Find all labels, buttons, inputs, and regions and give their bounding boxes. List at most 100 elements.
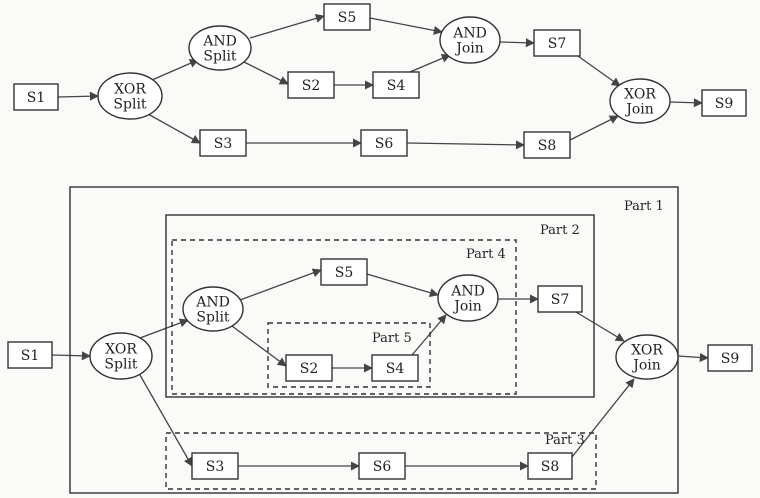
step-box [191,452,239,480]
node-label: Join [454,41,484,57]
node-label: AND [452,26,487,42]
step-box [537,285,583,313]
node-label: XOR [631,343,663,359]
gateway-ellipse [609,78,671,124]
part-5-frame [267,322,431,388]
node-label: Split [113,97,147,113]
node-label: Split [104,357,138,373]
node-label: S6 [375,136,394,152]
bottom-edge-xors-ands [139,318,189,339]
step-box [523,131,571,159]
step-box [360,129,408,157]
node-label: S4 [386,361,405,377]
bottom-edge-s5-andj [366,273,439,298]
node-label: AND [195,295,230,311]
top-edge-s6-s8 [406,140,525,150]
bottom-node-s8: S8 [527,452,573,480]
node-label: S3 [214,136,233,152]
top-node-s7: S7 [533,29,581,57]
node-label: XOR [624,87,656,103]
bottom-node-s9: S9 [707,344,753,372]
part-2-frame [165,214,595,398]
bottom-edge-xors-s3 [139,374,193,467]
step-box [527,452,573,480]
step-box [358,452,406,480]
top-node-s4: S4 [372,71,420,99]
gateway-ellipse [615,334,679,380]
node-label: S5 [335,265,354,281]
top-edge-ands-s2 [243,61,289,85]
part-4-group: Part 4 [171,239,517,395]
bottom-edge-s4-andj [411,314,447,356]
top-node-s9: S9 [701,89,747,117]
part-5-group: Part 5 [267,322,431,388]
step-box [701,89,747,117]
bottom-node-s2: S2 [285,354,333,382]
top-edge-xors-ands [151,59,199,81]
node-label: S9 [715,96,734,112]
top-node-s3: S3 [199,129,247,157]
bottom-node-s5: S5 [320,258,368,286]
node-label: S5 [338,10,357,26]
node-label: Split [203,49,237,65]
gateway-ellipse [439,16,501,64]
top-edge-s4-andj [409,54,451,73]
part-4-frame [171,239,517,395]
node-label: XOR [105,342,137,358]
step-box [533,29,581,57]
top-edge-xors-s3 [147,113,201,144]
step-box [199,129,247,157]
part-1-group: Part 1 [69,186,679,494]
node-label: Join [452,299,482,315]
gateway-ellipse [182,286,244,332]
bottom-node-s4: S4 [371,354,419,382]
part-1-label: Part 1 [624,199,664,214]
bottom-edge-xorj-s9 [677,352,709,362]
gateway-ellipse [188,25,252,71]
step-box [371,354,419,382]
step-box [285,354,333,382]
bottom-node-s1: S1 [7,341,53,369]
top-edge-xorj-s9 [669,98,703,108]
step-box [13,83,59,111]
bottom-edge-ands-s5 [239,268,322,301]
step-box [707,344,753,372]
node-label: S6 [373,459,392,475]
node-label: S9 [721,351,740,367]
top-edge-s5-andj [369,17,443,35]
node-label: S4 [387,78,406,94]
top-edge-s7-xorj [577,55,621,87]
top-node-s1: S1 [13,83,59,111]
top-edge-ands-s5 [249,13,325,39]
node-label: Join [624,102,654,118]
part-5-label: Part 5 [372,331,412,346]
node-label: S1 [27,90,46,106]
top-edge-andj-s7 [499,38,535,48]
node-label: S3 [206,459,225,475]
node-label: S2 [300,361,319,377]
gateway-ellipse [97,72,163,120]
step-box [323,3,371,31]
bottom-edge-s1-xors [51,351,91,361]
bottom-node-s6: S6 [358,452,406,480]
node-label: S8 [541,459,560,475]
top-node-s6: S6 [360,129,408,157]
bottom-edge-s8-xorj [571,378,635,458]
node-label: AND [450,284,485,300]
top-edge-s1-xors [57,91,99,101]
part-3-group: Part 3 [165,432,597,490]
bottom-node-s3: S3 [191,452,239,480]
step-box [372,71,420,99]
bottom-edge-s7-xorj [575,311,625,342]
top-node-s2: S2 [287,71,335,99]
part-4-label: Part 4 [466,247,506,262]
node-label: Join [631,358,661,374]
gateway-ellipse [89,332,153,380]
